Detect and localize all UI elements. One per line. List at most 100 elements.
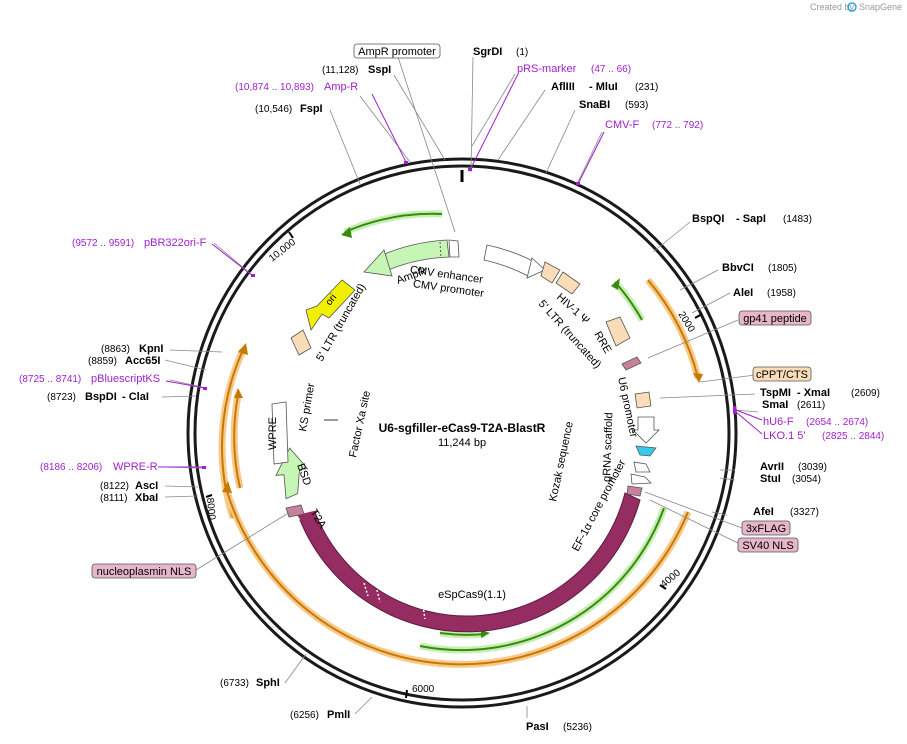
site-tspmi-pos: (2609)	[851, 388, 880, 399]
primer-cmv-f-pos: (772 .. 792)	[652, 120, 703, 131]
ltr5-left-feature[interactable]	[290, 329, 312, 356]
plasmid-name: U6-sgfiller-eCas9-T2A-BlastR	[379, 421, 546, 435]
cppt-box-label: cPPT/CTS	[756, 369, 808, 381]
primer-pbluescriptks[interactable]: pBluescriptKS	[91, 373, 160, 385]
primer-lko1-5[interactable]: LKO.1 5'	[763, 430, 805, 442]
site-pasi-pos: (5236)	[563, 722, 592, 733]
site-asci-pos: (8122)	[100, 481, 129, 492]
site-acc65i[interactable]: Acc65I	[125, 355, 160, 367]
site-clai[interactable]: - ClaI	[122, 391, 149, 403]
primer-marks	[202, 161, 736, 469]
escas9-label: eSpCas9(1.1)	[438, 589, 506, 601]
nucleoplasmin-box[interactable]	[91, 563, 197, 579]
site-alei[interactable]: AleI	[733, 287, 753, 299]
ori-label: ori	[324, 292, 340, 308]
t2a-feature[interactable]	[285, 504, 305, 518]
primer-amp-r-pos: (10,874 .. 10,893)	[235, 82, 314, 93]
primer-hu6-f-pos: (2654 .. 2674)	[806, 417, 868, 428]
wpre-feature[interactable]	[271, 401, 289, 465]
primer-pbr322ori-f-pos: (9572 .. 9591)	[72, 238, 134, 249]
ltr5-right-feature[interactable]	[540, 261, 561, 284]
flag-box[interactable]	[741, 520, 791, 536]
grna-scaffold-label: gRNA scaffold	[601, 412, 615, 482]
ampr-promoter-box[interactable]	[353, 43, 441, 59]
site-xbai[interactable]: XbaI	[135, 492, 158, 504]
site-bbvci[interactable]: BbvCI	[722, 262, 754, 274]
primer-wpre-r[interactable]: WPRE-R	[113, 461, 158, 473]
gp41-feature[interactable]	[621, 356, 642, 371]
site-avrii-pos: (3039)	[798, 462, 827, 473]
site-avrii[interactable]: AvrII	[760, 461, 784, 473]
site-smai-pos: (2611)	[797, 400, 825, 411]
site-sphi[interactable]: SphI	[256, 677, 280, 689]
site-xmai[interactable]: - XmaI	[797, 387, 830, 399]
site-stui-pos: (3054)	[792, 474, 821, 485]
gp41-box[interactable]	[738, 310, 812, 326]
site-sspi[interactable]: SspI	[368, 64, 391, 76]
ampr-promoter-feature[interactable]	[448, 239, 460, 258]
primer-amp-r[interactable]: Amp-R	[324, 81, 358, 93]
escas9-feature[interactable]	[299, 492, 641, 633]
site-tspmi[interactable]: TspMI	[760, 387, 791, 399]
ef1a-feature-b[interactable]	[630, 473, 652, 485]
site-sgrdi-pos: (1)	[516, 47, 528, 58]
leader-lines	[159, 56, 759, 718]
site-sgrdi[interactable]: SgrDI	[473, 46, 502, 58]
ef1a-feature-a[interactable]	[633, 461, 651, 473]
site-sapi[interactable]: - SapI	[736, 213, 766, 225]
site-sphi-pos: (6733)	[220, 678, 249, 689]
site-pmli-pos: (6256)	[290, 710, 319, 721]
site-snabi-pos: (593)	[625, 100, 648, 111]
site-bspqi-pos: (1483)	[783, 214, 812, 225]
site-mlui[interactable]: - MluI	[589, 81, 618, 93]
primer-hu6-f[interactable]: hU6-F	[763, 416, 794, 428]
site-bspqi[interactable]: BspQI	[692, 213, 724, 225]
site-alei-pos: (1958)	[767, 288, 796, 299]
backbone-outer-ring	[186, 157, 738, 709]
site-snabi[interactable]: SnaBI	[579, 99, 610, 111]
site-bspdi[interactable]: BspDI	[85, 391, 117, 403]
site-smai[interactable]: SmaI	[762, 399, 788, 411]
sv40-box[interactable]	[737, 537, 799, 553]
site-pasi[interactable]: PasI	[526, 721, 549, 733]
flag-box-label: 3xFLAG	[746, 523, 786, 535]
flag-feature[interactable]	[626, 485, 643, 497]
snapgene-brand[interactable]: SnapGene	[859, 2, 902, 12]
site-asci[interactable]: AscI	[135, 480, 158, 492]
sv40-box-label: SV40 NLS	[742, 540, 793, 552]
grna-scaffold-feature[interactable]	[635, 445, 657, 457]
primer-cmv-f[interactable]: CMV-F	[605, 119, 640, 131]
cmv-enhancer-feature[interactable]	[483, 244, 536, 277]
site-xbai-pos: (8111)	[100, 493, 127, 504]
site-pmli[interactable]: PmlI	[327, 709, 350, 721]
cppt-feature[interactable]	[634, 391, 652, 409]
ks-primer-label: KS primer	[297, 382, 317, 433]
created-by-text: Created by	[810, 2, 855, 12]
factor-xa-label: Factor Xa site	[347, 390, 373, 459]
hiv-psi-feature[interactable]	[555, 271, 581, 295]
u6-promoter-label: U6 promoter	[615, 376, 640, 439]
site-afliii[interactable]: AflIII	[551, 81, 575, 93]
site-acc65i-pos: (8859)	[88, 356, 117, 367]
snapgene-logo-icon	[847, 2, 857, 12]
rre-label: RRE	[591, 330, 613, 356]
site-bbvci-pos: (1805)	[768, 263, 797, 274]
nucleoplasmin-box-label: nucleoplasmin NLS	[97, 566, 192, 578]
primer-lko1-5-pos: (2825 .. 2844)	[822, 431, 884, 442]
rre-feature[interactable]	[605, 316, 631, 347]
cppt-box[interactable]	[752, 366, 812, 382]
u6-promoter-feature[interactable]	[632, 416, 660, 444]
site-afliii-pos: (231)	[635, 82, 658, 93]
site-stui[interactable]: StuI	[760, 473, 781, 485]
site-fspi[interactable]: FspI	[300, 103, 323, 115]
plasmid-size: 11,244 bp	[438, 437, 486, 449]
primer-pbluescriptks-pos: (8725 .. 8741)	[19, 374, 81, 385]
primer-pbr322ori-f[interactable]: pBR322ori-F	[144, 237, 207, 249]
ampr-promoter-box-label: AmpR promoter	[358, 46, 436, 58]
site-kpni[interactable]: KpnI	[139, 343, 163, 355]
site-afei[interactable]: AfeI	[753, 506, 774, 518]
ori-feature[interactable]	[305, 279, 356, 331]
primer-prs-marker[interactable]: pRS-marker	[517, 63, 577, 75]
